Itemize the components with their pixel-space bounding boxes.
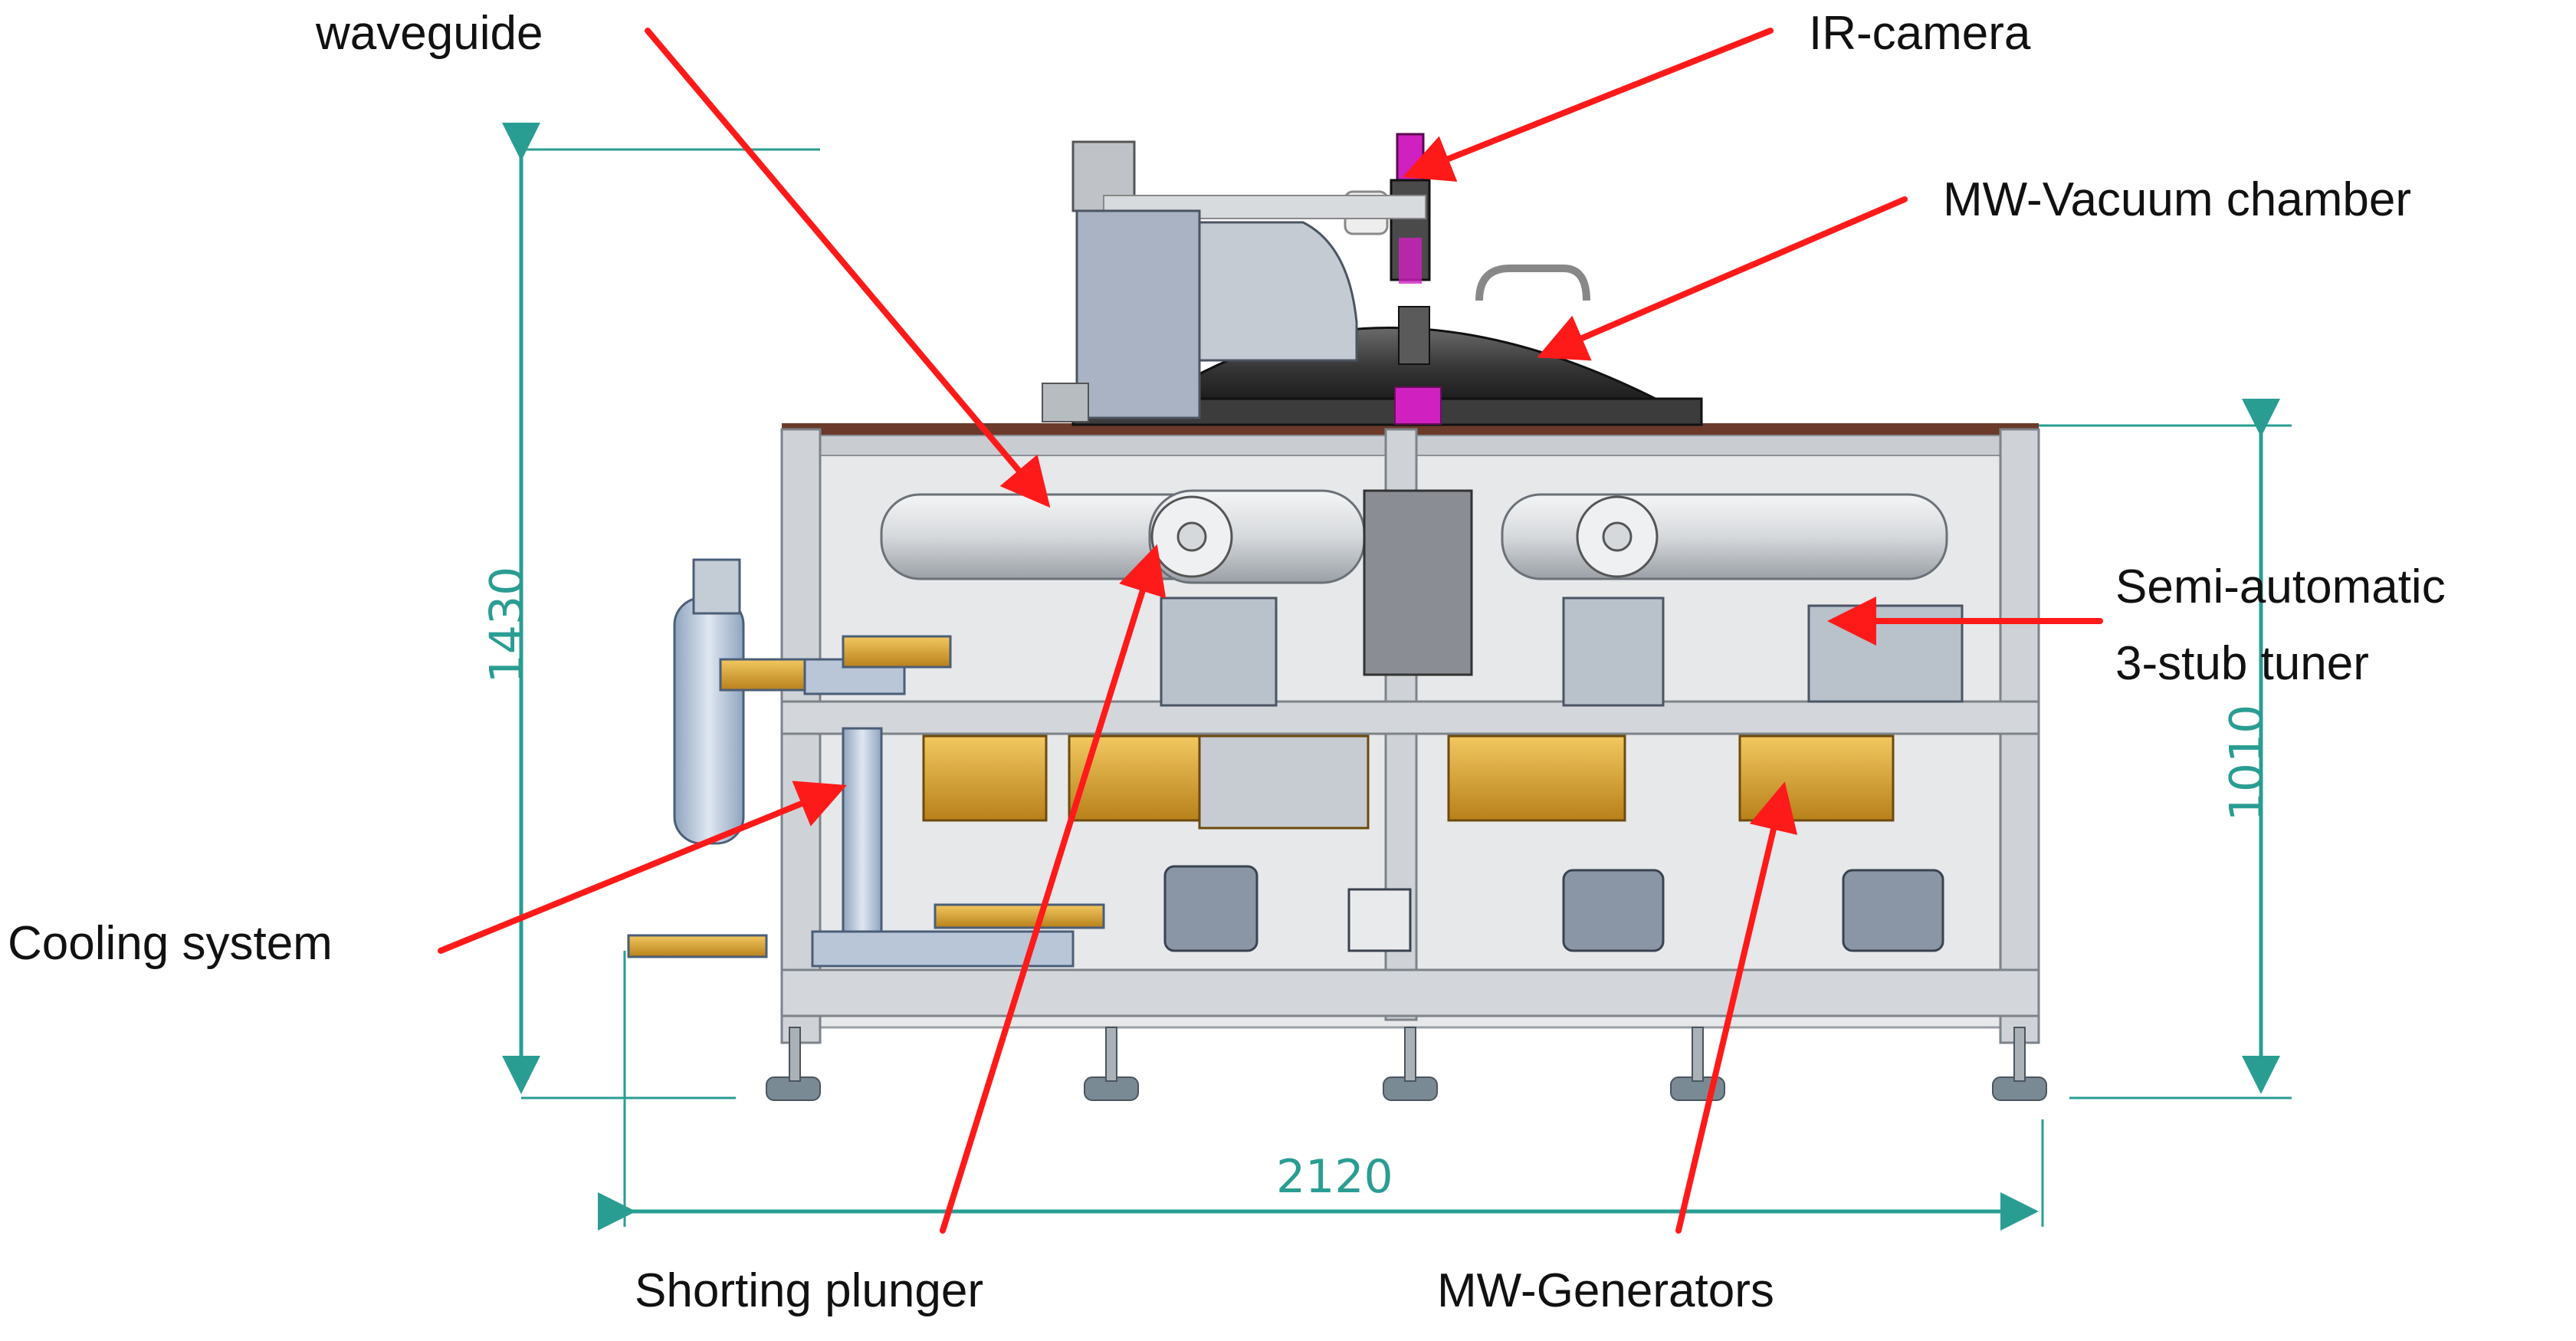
top-tuner-housing [1042,140,1426,422]
label-tuner-line2: 3-stub tuner [2115,637,2369,690]
lower-motors [1163,865,1944,952]
callout-arrows [438,28,2103,1234]
label-shorting-plunger: Shorting plunger [635,1264,983,1317]
label-mw-vacuum-chamber: MW-Vacuum chamber [1943,173,2411,226]
label-ir-camera: IR-camera [1809,7,2031,60]
label-mw-generators: MW-Generators [1437,1264,1774,1317]
dimension-lines [502,123,2292,1231]
dimension-frame-height: 1010 [2220,704,2274,822]
label-waveguide: waveguide [316,7,543,60]
cooling-system [627,558,1105,968]
waveguide-assembly [880,489,1948,676]
label-cooling-system: Cooling system [8,917,333,970]
dimension-width: 2120 [1276,1150,1393,1204]
label-tuner-line1: Semi-automatic [2115,560,2446,613]
dimension-total-height: 1430 [480,566,534,684]
